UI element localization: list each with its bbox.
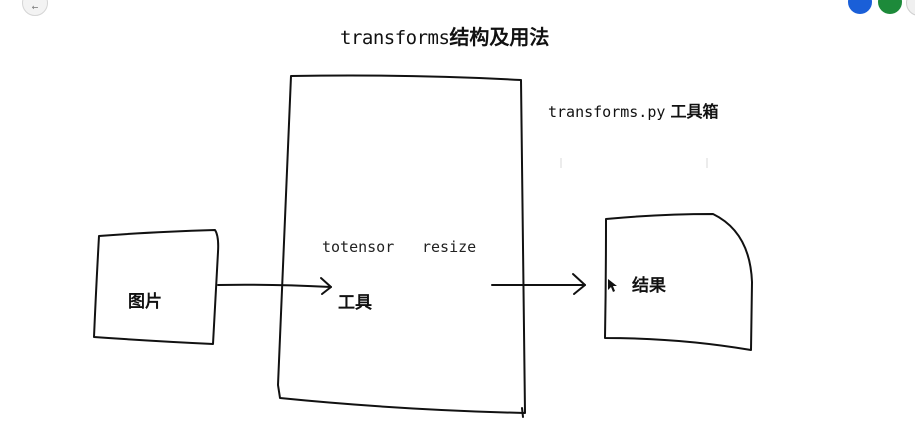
toolbox-label-latin: transforms.py (548, 103, 666, 121)
green-action-button[interactable] (878, 0, 902, 14)
image-box (93, 229, 220, 345)
result-box-label: 结果 (632, 276, 666, 296)
tool-totensor: totensor (322, 238, 395, 256)
toolbox-frame (277, 74, 526, 414)
image-box-label: 图片 (128, 292, 162, 312)
arrow-image-to-tools (217, 283, 332, 288)
page-title: transforms结构及用法 (340, 27, 549, 48)
tool-resize: resize (422, 238, 477, 256)
tools-label: 工具 (338, 293, 372, 313)
back-arrow-icon: ← (31, 3, 39, 12)
arrow-head-tools-to-result (572, 273, 586, 295)
arrow-head-image-to-tools (320, 277, 332, 295)
title-latin: transforms (340, 27, 450, 49)
result-box (604, 213, 753, 351)
toolbox-label: transforms.py 工具箱 (548, 104, 719, 120)
toolbox-label-cjk: 工具箱 (670, 102, 719, 121)
blue-action-button[interactable] (848, 0, 872, 14)
cursor-icon (608, 279, 617, 292)
title-cjk: 结构及用法 (449, 25, 550, 49)
toolbox-tick (521, 407, 524, 418)
